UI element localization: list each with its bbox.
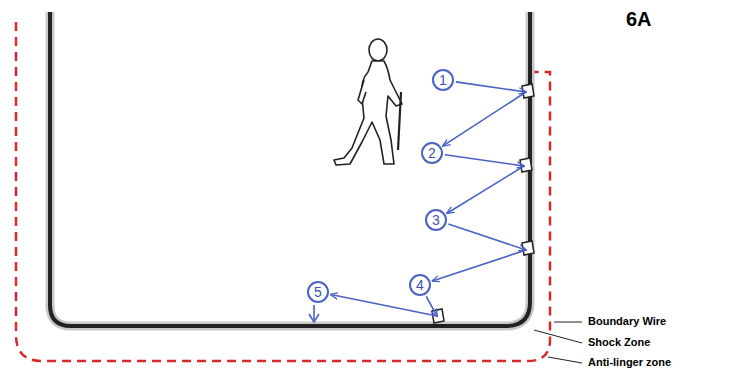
callout-circle: 1 (432, 69, 454, 91)
path-segment (456, 82, 526, 92)
callout-label: Shock Zone (588, 336, 650, 348)
path-segment (447, 166, 524, 213)
descent-arrow (313, 305, 315, 320)
callout-label: Boundary Wire (588, 315, 666, 327)
callout-circle: 3 (425, 209, 447, 231)
path-segment (331, 295, 437, 316)
shock-zone (50, 12, 530, 326)
callout-circle: 2 (421, 142, 443, 164)
anti-linger-zone (16, 22, 550, 361)
callout-circle: 5 (307, 281, 329, 303)
walk-path-arrow (331, 295, 437, 316)
walk-path-arrow (443, 82, 526, 146)
callout-circle: 4 (409, 274, 431, 296)
leader-lines (534, 322, 582, 363)
walk-path-arrow (445, 155, 524, 213)
path-segment (443, 92, 526, 146)
descent-arrowhead (309, 314, 319, 322)
callout-number: 3 (432, 213, 440, 227)
callout-number: 1 (439, 73, 447, 87)
path-segment (432, 250, 526, 281)
boundary-wire (50, 12, 530, 326)
callout-number: 5 (314, 285, 322, 299)
path-segment (445, 155, 524, 166)
walk-path-arrow (432, 224, 526, 281)
callout-number: 4 (416, 278, 424, 292)
person-figure (334, 39, 402, 165)
callout-number: 2 (428, 146, 436, 160)
figure-number: 6A (626, 8, 652, 31)
path-segment (448, 224, 526, 250)
callout-label: Anti-linger zone (588, 356, 671, 368)
path-segment (426, 296, 437, 316)
boundary-flags (432, 84, 534, 323)
